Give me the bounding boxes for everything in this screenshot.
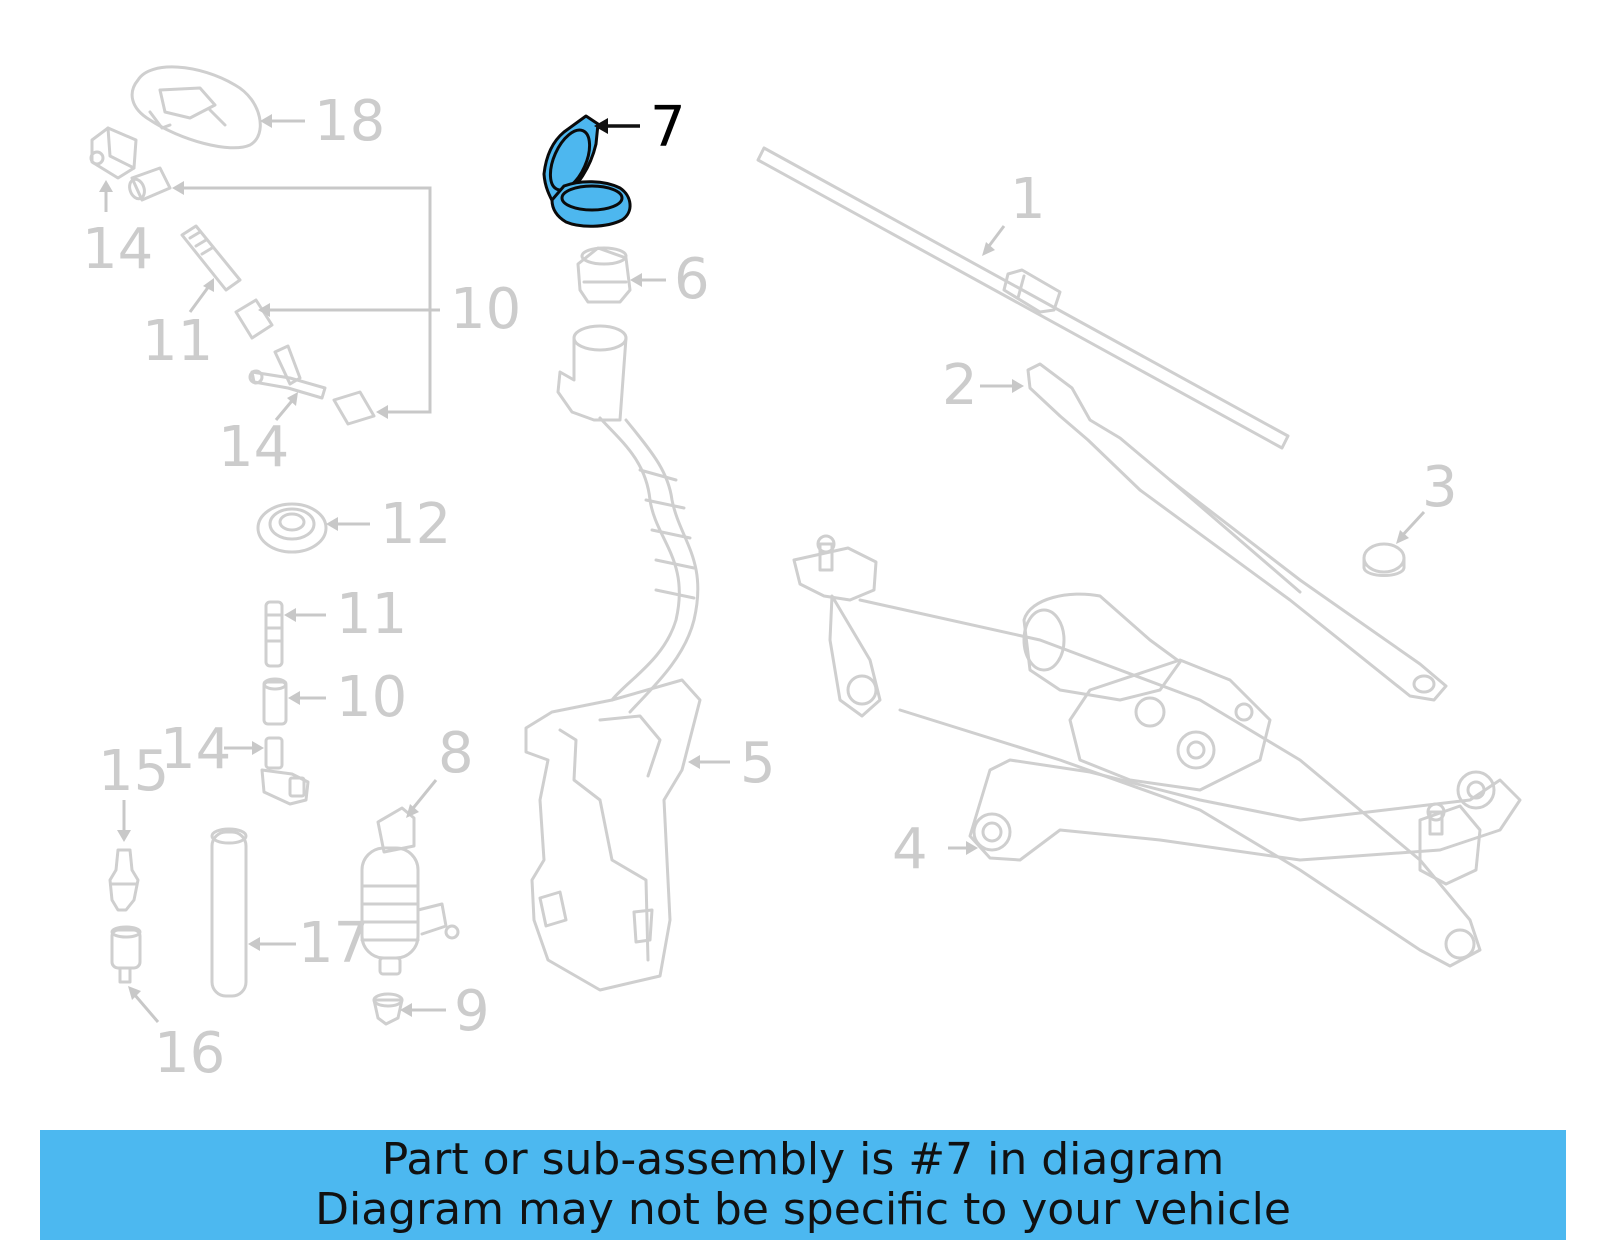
part-14-connector-mid [260, 736, 310, 806]
arrowhead-6 [630, 273, 642, 287]
callout-10-top: 10 [450, 277, 521, 342]
arrowhead-12 [326, 517, 338, 531]
part-2-wiper-arm [1026, 362, 1448, 702]
arrowhead-14-top [99, 180, 113, 192]
arrowhead-10c [376, 405, 388, 419]
part-6-filter [576, 246, 632, 304]
arrowhead-9 [400, 1003, 412, 1017]
arrowhead-15 [117, 830, 131, 842]
arrowhead-10-mid [288, 691, 300, 705]
callout-14-top: 14 [82, 217, 153, 282]
callout-16: 16 [154, 1021, 225, 1086]
arrowhead-5 [688, 755, 700, 769]
part-14-connector-top [89, 126, 138, 180]
bracket-10-top [176, 186, 432, 414]
callout-18: 18 [314, 89, 385, 154]
arrowhead-8 [406, 804, 419, 818]
callout-9: 9 [454, 979, 490, 1044]
arrowhead-7 [594, 118, 608, 134]
callout-7: 7 [650, 95, 686, 160]
part-3-nut-cap [1362, 542, 1406, 577]
arrowhead-4 [966, 841, 978, 855]
arrowhead-18 [260, 114, 272, 128]
arrowhead-3 [1396, 530, 1409, 544]
part-18-nozzle [130, 65, 262, 150]
part-5-reservoir [524, 324, 702, 992]
arrowhead-13 [287, 392, 298, 406]
callout-13: 14 [218, 415, 289, 480]
part-9-grommet [372, 992, 404, 1026]
arrowhead-16 [128, 986, 141, 1000]
part-10-sleeve-mid [262, 677, 288, 726]
arrowhead-1 [982, 242, 995, 256]
callout-14-mid: 14 [160, 717, 231, 782]
part-11-hose-top [180, 224, 242, 292]
callout-17: 17 [298, 911, 369, 976]
banner-line-disclaimer: Diagram may not be specific to your vehi… [315, 1184, 1291, 1235]
arrowhead-2 [1012, 379, 1024, 393]
callout-4: 4 [892, 817, 928, 882]
arrowhead-11-top [203, 278, 214, 292]
leader-16 [132, 993, 160, 1023]
callout-12: 12 [380, 492, 451, 557]
callout-15: 15 [98, 739, 169, 804]
part-8-pump [360, 806, 460, 976]
callout-11-mid: 11 [336, 582, 407, 647]
part-15-nozzle [108, 848, 140, 912]
info-banner: Part or sub-assembly is #7 in diagram Di… [40, 1130, 1566, 1240]
arrowhead-14-mid [252, 741, 264, 755]
leader-8 [408, 779, 438, 813]
callout-11-top: 11 [142, 309, 213, 374]
part-17-tube [210, 827, 248, 998]
arrowhead-11-mid [284, 608, 296, 622]
callout-1: 1 [1010, 167, 1046, 232]
arrowhead-17 [248, 937, 260, 951]
part-7-filler-cap [542, 114, 632, 228]
parts-diagram: 18 14 10 11 14 1 [82, 65, 1522, 1086]
callout-3: 3 [1422, 455, 1458, 520]
part-16-plug [110, 925, 142, 984]
arrowhead-10a [172, 181, 184, 195]
part-10-sleeves-top [128, 166, 376, 426]
part-12-grommet [256, 502, 328, 554]
banner-line-part-number: Part or sub-assembly is #7 in diagram [381, 1134, 1225, 1185]
callout-2: 2 [942, 353, 978, 418]
arrowhead-10b [258, 303, 270, 317]
callout-5: 5 [740, 731, 776, 796]
part-4-wiper-linkage [792, 534, 1522, 968]
callout-6: 6 [674, 247, 710, 312]
part-11-hose-mid [264, 600, 284, 668]
callout-8: 8 [438, 721, 474, 786]
part-1-wiper-blade [756, 146, 1290, 450]
part-13-t-connector [248, 344, 327, 400]
callout-10-mid: 10 [336, 665, 407, 730]
